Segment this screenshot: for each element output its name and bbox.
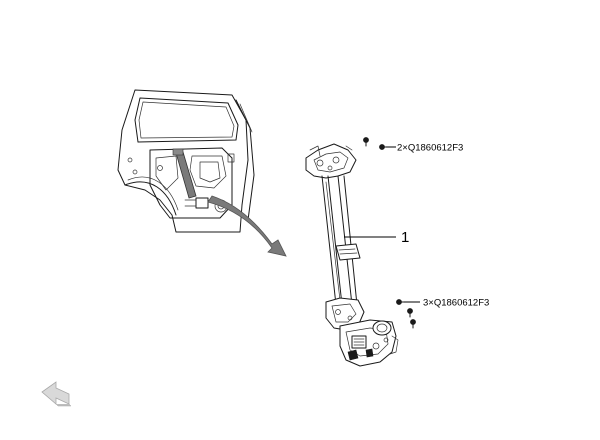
- rear-door-illustration: [117, 89, 287, 257]
- upper-fasteners: [363, 137, 396, 150]
- part-number-label: 1: [401, 229, 409, 246]
- lower-fastener-label: 3×Q1860612F3: [423, 298, 489, 309]
- window-regulator-assembly: [305, 143, 399, 367]
- bolt-icon: [363, 137, 369, 147]
- lower-fasteners: [396, 299, 420, 329]
- upper-fastener-label: 2×Q1860612F3: [397, 143, 463, 154]
- back-arrow-icon[interactable]: [41, 381, 72, 407]
- bolt-icon: [410, 319, 416, 329]
- bolt-icon: [407, 308, 413, 318]
